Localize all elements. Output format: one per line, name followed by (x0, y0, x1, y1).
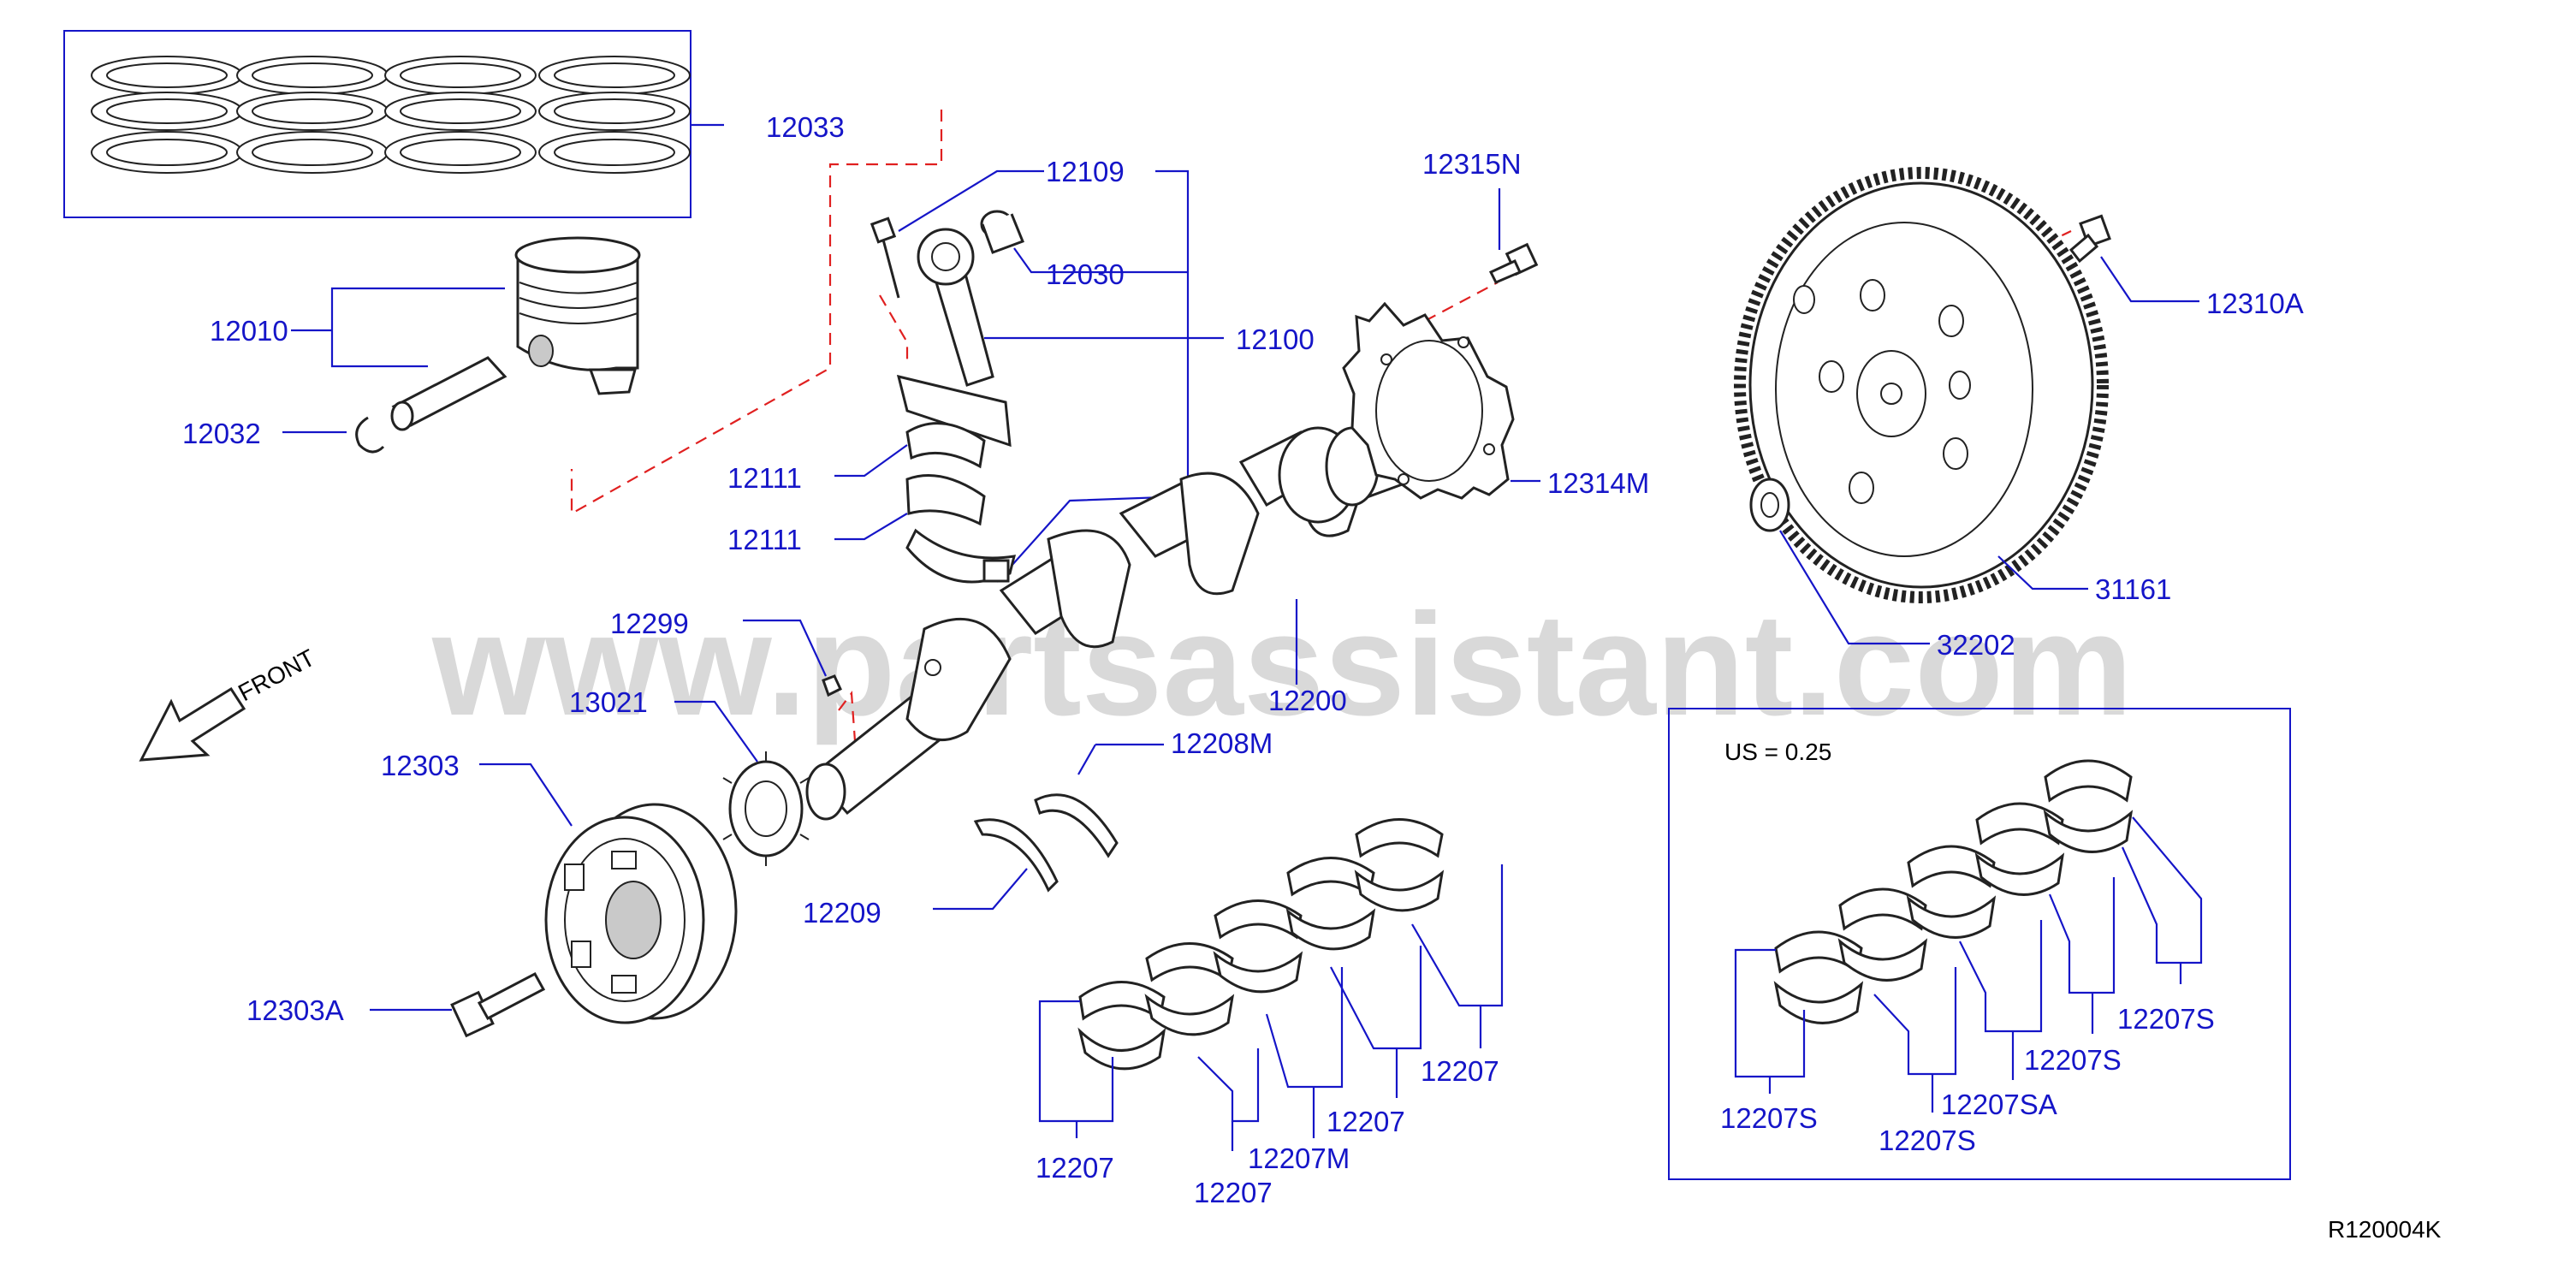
thrust-washer-12208M[interactable] (1034, 793, 1119, 858)
bushing-12030[interactable] (980, 210, 1024, 254)
part-label-12207S-3[interactable]: 12207S (2024, 1044, 2122, 1076)
part-label-12207SA[interactable]: 12207SA (1941, 1089, 2057, 1120)
part-label-12111-lower[interactable]: 12111 (727, 524, 802, 555)
part-label-12030[interactable]: 12030 (1046, 258, 1125, 290)
part-label-12207-3[interactable]: 12207 (1327, 1106, 1405, 1137)
thrust-washer-12209[interactable] (973, 818, 1059, 893)
part-label-12010[interactable]: 12010 (210, 315, 288, 347)
piston-12010[interactable] (514, 236, 641, 395)
part-label-12032[interactable]: 12032 (182, 418, 261, 449)
crank-pulley-12303[interactable] (544, 803, 738, 1024)
rod-cap[interactable] (905, 528, 1017, 584)
drive-plate-31161[interactable] (1734, 167, 2109, 603)
undersize-main-bearings[interactable] (1773, 759, 2134, 1024)
front-arrow: FRONT (139, 644, 319, 762)
rod-bearing-upper-12111[interactable] (905, 422, 986, 469)
diagram-code: R120004K (2328, 1216, 2442, 1243)
snap-ring-12032[interactable] (355, 416, 385, 454)
part-label-12207-1[interactable]: 12207 (1036, 1152, 1114, 1184)
part-label-31161[interactable]: 31161 (2095, 573, 2171, 605)
main-bearings-12207[interactable] (1077, 818, 1445, 1071)
part-label-12207-2[interactable]: 12207 (1194, 1177, 1273, 1208)
crank-sprocket-13021[interactable] (722, 751, 810, 866)
part-label-12303[interactable]: 12303 (381, 750, 460, 781)
bolt-12315N[interactable] (1488, 242, 1539, 284)
pulley-bolt-12303A[interactable] (450, 971, 546, 1038)
part-label-12299[interactable]: 12299 (610, 608, 689, 639)
part-label-12109[interactable]: 12109 (1046, 156, 1125, 187)
rod-bearing-lower-12111[interactable] (905, 474, 986, 526)
part-label-12207S-4[interactable]: 12207S (2117, 1003, 2215, 1035)
part-label-12111-upper[interactable]: 12111 (727, 462, 802, 494)
part-label-12209[interactable]: 12209 (803, 897, 881, 929)
bolt-12310A[interactable] (2069, 214, 2111, 264)
undersize-note: US = 0.25 (1724, 739, 1831, 765)
part-label-12207S-2[interactable]: 12207S (1879, 1125, 1976, 1156)
part-label-12033[interactable]: 12033 (766, 111, 845, 143)
part-label-12100[interactable]: 12100 (1236, 323, 1315, 355)
part-label-12303A[interactable]: 12303A (246, 994, 344, 1026)
woodruff-key-12299[interactable] (822, 674, 842, 697)
part-label-12310A[interactable]: 12310A (2206, 288, 2304, 319)
piston-ring-set-12033[interactable] (63, 30, 691, 218)
piston-pin[interactable] (390, 356, 507, 431)
connecting-rod-12100[interactable] (896, 228, 1012, 448)
part-label-12207M[interactable]: 12207M (1248, 1142, 1350, 1174)
part-label-12200[interactable]: 12200 (1268, 685, 1347, 716)
part-label-12315N[interactable]: 12315N (1422, 148, 1522, 180)
undersize-bearings-box: US = 0.25 (1668, 708, 2291, 1180)
rod-bolt-12109[interactable] (870, 217, 900, 299)
part-label-12207S-1[interactable]: 12207S (1720, 1102, 1818, 1134)
watermark: www.partsassistant.com (431, 584, 2133, 746)
signal-plate-12314M[interactable] (1342, 301, 1515, 500)
part-label-12314M[interactable]: 12314M (1547, 467, 1649, 499)
part-label-12207-4[interactable]: 12207 (1421, 1055, 1499, 1087)
part-label-13021[interactable]: 13021 (569, 686, 648, 718)
front-label: FRONT (234, 644, 319, 707)
pilot-bushing-32202[interactable] (1749, 478, 1790, 532)
part-label-12208M[interactable]: 12208M (1171, 727, 1273, 759)
part-label-32202[interactable]: 32202 (1937, 629, 2015, 661)
